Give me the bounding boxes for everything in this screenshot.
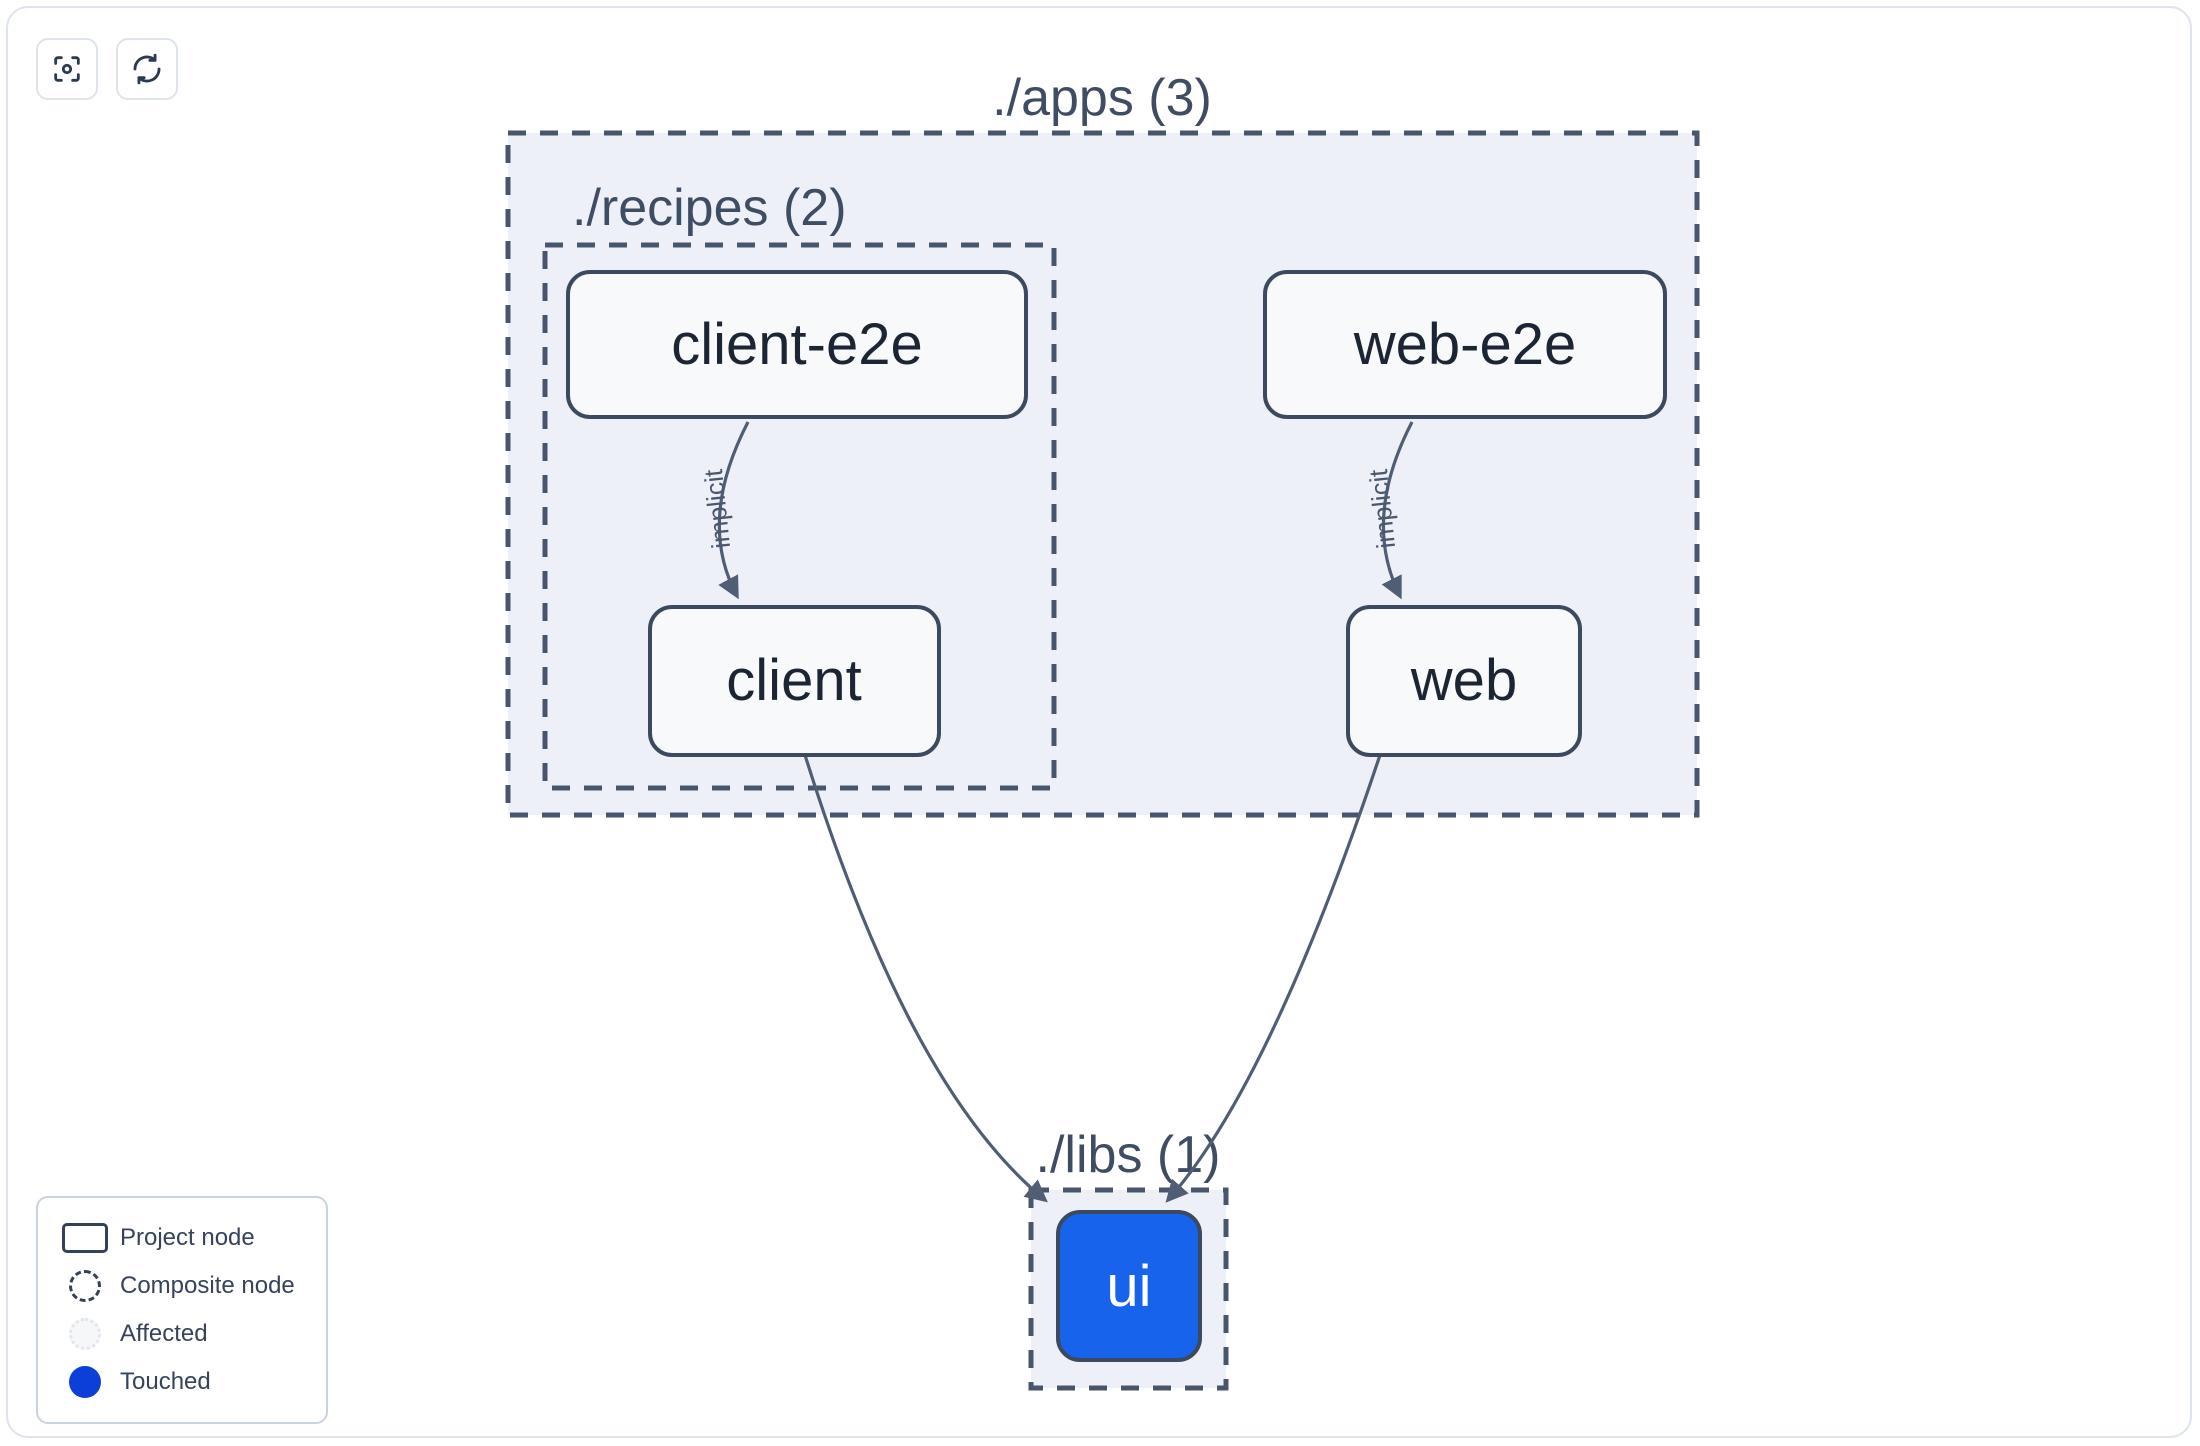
node-web-e2e-box: [1263, 270, 1667, 419]
edge-client-to-ui: [803, 754, 1048, 1203]
affected-swatch: [56, 1318, 114, 1350]
node-ui-box: [1056, 1210, 1202, 1362]
legend-label-affected: Affected: [120, 1320, 208, 1347]
legend-label-touched: Touched: [120, 1368, 211, 1395]
focus-target-button[interactable]: [36, 38, 98, 100]
node-client-label: client: [726, 648, 861, 713]
edge-web-to-ui: [1165, 754, 1382, 1203]
node-web-box: [1346, 605, 1582, 757]
node-ui-label: ui: [1106, 1254, 1151, 1319]
node-client-e2e[interactable]: client-e2e: [566, 270, 1028, 419]
graph-edges: implicit implicit: [698, 421, 1414, 1203]
node-web[interactable]: web: [1346, 605, 1582, 757]
edge-client-e2e-to-client: [717, 421, 750, 600]
legend-label-composite-node: Composite node: [120, 1272, 295, 1299]
node-client-box: [648, 605, 941, 757]
legend-item-project-node: Project node: [56, 1214, 308, 1262]
legend-item-affected: Affected: [56, 1310, 308, 1358]
group-recipes-label: ./recipes (2): [572, 179, 847, 237]
node-client-e2e-box: [566, 270, 1028, 419]
edge-web-e2e-to-web: [1381, 421, 1414, 600]
graph-toolbar: [36, 38, 178, 100]
legend-item-composite-node: Composite node: [56, 1262, 308, 1310]
node-client-e2e-label: client-e2e: [671, 312, 922, 377]
node-web-e2e[interactable]: web-e2e: [1263, 270, 1667, 419]
node-web-e2e-label: web-e2e: [1353, 312, 1576, 377]
group-apps-label: ./apps (3): [992, 69, 1212, 127]
refresh-button[interactable]: [116, 38, 178, 100]
node-ui[interactable]: ui: [1056, 1210, 1202, 1362]
node-web-label: web: [1410, 648, 1517, 713]
node-client[interactable]: client: [648, 605, 941, 757]
project-node-swatch: [56, 1223, 114, 1253]
graph-legend: Project node Composite node Affected Tou…: [36, 1196, 328, 1424]
refresh-icon: [130, 52, 164, 86]
composite-node-swatch: [56, 1270, 114, 1302]
legend-label-project-node: Project node: [120, 1224, 255, 1251]
focus-target-icon: [50, 52, 84, 86]
touched-swatch: [56, 1366, 114, 1398]
group-libs-label: ./libs (1): [1036, 1126, 1221, 1184]
legend-item-touched: Touched: [56, 1358, 308, 1406]
